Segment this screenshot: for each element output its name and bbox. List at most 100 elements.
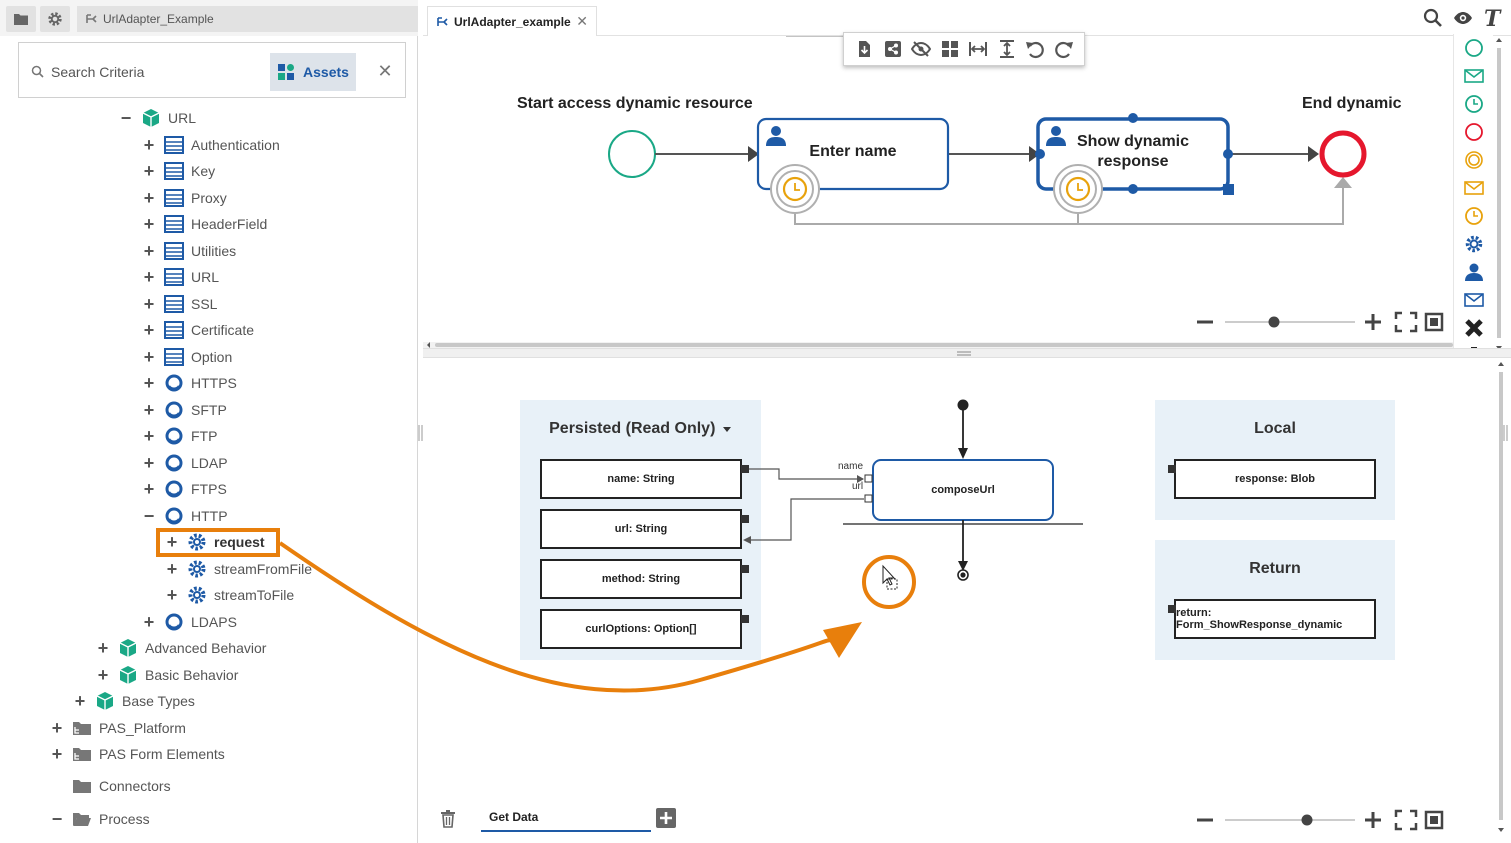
expand-toggle[interactable]: + [166, 532, 178, 552]
expand-toggle[interactable]: + [143, 400, 155, 420]
expand-toggle[interactable]: + [143, 214, 155, 234]
persisted-field[interactable]: method: String [540, 559, 742, 599]
exclusive-gateway-icon[interactable] [1463, 317, 1485, 339]
search-input[interactable] [51, 61, 261, 83]
tree-item[interactable]: +request [165, 530, 265, 554]
output-port[interactable] [741, 565, 749, 573]
search-icon[interactable] [1423, 8, 1443, 28]
add-tab-icon[interactable] [656, 808, 676, 828]
process-canvas[interactable]: Start access dynamic resource Enter name… [423, 36, 1453, 342]
tree-item[interactable]: +Basic Behavior [96, 663, 238, 687]
right-splitter-handle[interactable] [1503, 425, 1509, 441]
trash-icon[interactable] [440, 810, 456, 828]
expand-toggle[interactable]: + [143, 612, 155, 632]
expand-toggle[interactable]: + [143, 373, 155, 393]
end-event[interactable] [1319, 130, 1367, 178]
tree-item[interactable]: +streamToFile [165, 583, 294, 607]
end-event-icon[interactable] [1463, 121, 1485, 143]
palette-scrollbar[interactable] [1493, 34, 1505, 354]
settings-tab-button[interactable] [40, 6, 70, 32]
function-compose-url[interactable]: composeUrl [873, 460, 1053, 520]
output-port[interactable] [741, 615, 749, 623]
data-mapping-canvas[interactable]: Persisted (Read Only) name: String url: … [423, 358, 1495, 843]
expand-toggle[interactable]: + [143, 135, 155, 155]
timer-event-icon[interactable] [770, 164, 820, 214]
send-task-icon[interactable] [1463, 289, 1485, 311]
expand-toggle[interactable]: + [97, 665, 109, 685]
expand-toggle[interactable]: + [143, 479, 155, 499]
project-tab[interactable]: UrlAdapter_Example [77, 6, 418, 32]
expand-toggle[interactable]: + [74, 691, 86, 711]
tree-item[interactable]: +HeaderField [142, 212, 267, 236]
hide-icon[interactable] [910, 38, 932, 60]
tree-item[interactable]: Connectors [50, 774, 171, 798]
folder-tab-button[interactable] [6, 6, 36, 32]
expand-toggle[interactable]: + [143, 294, 155, 314]
tree-item[interactable]: +Certificate [142, 318, 254, 342]
chevron-down-icon[interactable] [722, 425, 732, 433]
top-canvas-hscrollbar[interactable] [423, 342, 1453, 348]
timer-intermediate-icon[interactable] [1463, 205, 1485, 227]
grid-icon[interactable] [939, 38, 961, 60]
tree-item[interactable]: +SSL [142, 292, 217, 316]
tree-item[interactable]: −HTTP [142, 504, 228, 528]
expand-toggle[interactable]: + [143, 453, 155, 473]
input-port[interactable] [1168, 465, 1176, 473]
expand-toggle[interactable]: + [143, 426, 155, 446]
message-intermediate-icon[interactable] [1463, 177, 1485, 199]
tree-item[interactable]: −URL [119, 106, 196, 130]
tree-item[interactable]: +LDAP [142, 451, 228, 475]
tree-item[interactable]: +Utilities [142, 239, 236, 263]
expand-toggle[interactable]: + [143, 267, 155, 287]
tree-item[interactable]: +LDAPS [142, 610, 237, 634]
tree-item[interactable]: +Authentication [142, 133, 280, 157]
tree-item[interactable]: +Base Types [73, 689, 195, 713]
tree-item[interactable]: +PAS Form Elements [50, 742, 225, 766]
left-splitter-handle[interactable] [418, 425, 423, 441]
tree-item[interactable]: +Option [142, 345, 232, 369]
start-event-icon[interactable] [1463, 37, 1485, 59]
scroll-thumb[interactable] [435, 343, 1453, 347]
expand-toggle[interactable]: + [51, 744, 63, 764]
undo-icon[interactable] [1024, 38, 1046, 60]
tab-urladapter-example[interactable]: UrlAdapter_example ✕ [427, 6, 597, 36]
persisted-field[interactable]: name: String [540, 459, 742, 499]
input-port[interactable] [1168, 605, 1176, 613]
tree-item[interactable]: +streamFromFile [165, 557, 312, 581]
expand-toggle[interactable]: + [143, 161, 155, 181]
download-icon[interactable] [853, 38, 875, 60]
tree-item[interactable]: −Process [50, 807, 150, 831]
tree-item[interactable]: +FTP [142, 424, 218, 448]
redo-icon[interactable] [1053, 38, 1075, 60]
eye-icon[interactable] [1453, 10, 1473, 26]
start-event[interactable] [608, 130, 656, 178]
tree-item[interactable]: +FTPS [142, 477, 227, 501]
zoom-control-top[interactable] [1197, 311, 1444, 333]
canvas-divider[interactable] [423, 348, 1511, 358]
local-field[interactable]: response: Blob [1174, 459, 1376, 499]
expand-toggle[interactable]: + [143, 347, 155, 367]
collapse-toggle[interactable]: − [143, 506, 155, 526]
intermediate-event-icon[interactable] [1463, 149, 1485, 171]
tree-item[interactable]: +SFTP [142, 398, 227, 422]
assets-button[interactable]: Assets [270, 53, 356, 91]
text-style-icon[interactable]: T [1481, 6, 1503, 30]
close-tab-icon[interactable]: ✕ [576, 13, 588, 29]
share-icon[interactable] [882, 38, 904, 60]
persisted-field[interactable]: curlOptions: Option[] [540, 609, 742, 649]
output-port[interactable] [741, 515, 749, 523]
tree-item[interactable]: +Advanced Behavior [96, 636, 266, 660]
output-port[interactable] [741, 465, 749, 473]
expand-toggle[interactable]: + [143, 188, 155, 208]
tree-item[interactable]: +Proxy [142, 186, 227, 210]
distribute-vertical-icon[interactable] [996, 38, 1018, 60]
collapse-toggle[interactable]: − [51, 809, 63, 829]
expand-toggle[interactable]: + [51, 718, 63, 738]
clear-search-icon[interactable]: ✕ [377, 61, 393, 81]
distribute-horizontal-icon[interactable] [967, 38, 989, 60]
tree-item[interactable]: +PAS_Platform [50, 716, 186, 740]
expand-toggle[interactable]: + [143, 320, 155, 340]
expand-toggle[interactable]: + [166, 585, 178, 605]
bottom-canvas-vscrollbar[interactable] [1495, 358, 1507, 838]
tab-get-data[interactable]: Get Data [481, 810, 651, 832]
